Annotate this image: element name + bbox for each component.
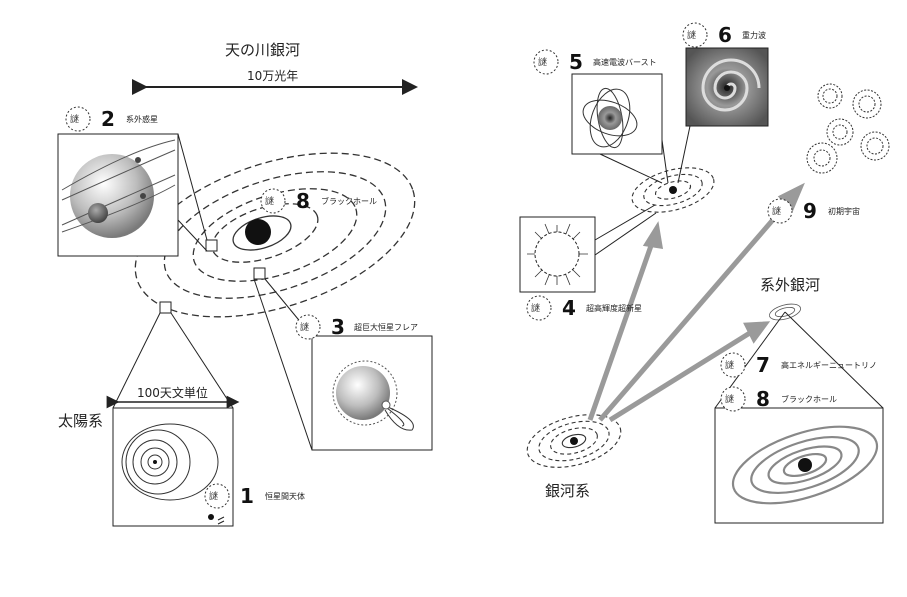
mystery-number: 6 (718, 23, 732, 47)
mystery-label: 恒星間天体 (265, 491, 305, 501)
badge-prefix: 謎 (687, 29, 696, 41)
mystery-number: 1 (240, 484, 254, 508)
external-galaxy-label: 系外銀河 (760, 276, 820, 294)
badge-prefix: 謎 (209, 490, 218, 502)
mystery-number: 4 (562, 296, 576, 320)
mystery-number: 3 (331, 315, 345, 339)
milky-way-galaxy (134, 152, 416, 318)
mystery-number: 5 (569, 50, 583, 74)
badge-prefix: 謎 (70, 113, 79, 125)
badge-prefix: 謎 (538, 56, 547, 68)
mystery-badge-3: 謎 3 超巨大恒星フレア (295, 314, 418, 340)
local-galaxy (526, 414, 622, 468)
mystery-label: 初期宇宙 (828, 206, 860, 216)
mystery-label: 高速電波バースト (593, 57, 657, 67)
au-scale-label: 100天文単位 (137, 385, 208, 400)
solar-system-marker (159, 301, 172, 314)
mystery-badge-2: 謎 2 系外惑星 (65, 106, 158, 132)
host-galaxy-core (669, 186, 677, 194)
supernova-inset (519, 204, 657, 293)
exoplanet-marker (205, 239, 218, 252)
early-universe-clusters (806, 83, 890, 174)
arrows (587, 182, 805, 423)
badge-prefix: 謎 (531, 302, 540, 314)
mystery-label: 超高輝度超新星 (586, 303, 642, 313)
mystery-badge-8-left: 謎 8 ブラックホール (260, 188, 377, 214)
mystery-number: 8 (296, 189, 310, 213)
exoplanet-inset (57, 133, 208, 257)
mystery-number: 2 (101, 107, 115, 131)
mystery-badge-7: 謎 7 高エネルギーニュートリノ (720, 352, 877, 378)
flare-inset (253, 278, 433, 451)
host-galaxy (631, 167, 715, 213)
mystery-number: 7 (756, 353, 770, 377)
mystery-badge-1: 謎 1 恒星間天体 (204, 483, 305, 509)
mystery-badge-4: 謎 4 超高輝度超新星 (526, 295, 642, 321)
mystery-label: ブラックホール (321, 196, 377, 206)
flare-marker (253, 267, 266, 280)
mystery-badge-8-right: 謎 8 ブラックホール (720, 386, 837, 412)
badge-prefix: 謎 (265, 195, 274, 207)
solar-system-label: 太陽系 (58, 412, 103, 430)
mystery-badge-5: 謎 5 高速電波バースト (533, 49, 657, 75)
scale-label-100k-ly: 10万光年 (247, 69, 298, 83)
mystery-label: 高エネルギーニュートリノ (781, 360, 877, 370)
milky-way-title: 天の川銀河 (225, 41, 300, 59)
mystery-label: 超巨大恒星フレア (354, 322, 418, 332)
external-black-hole-inset (714, 311, 884, 524)
milky-way-label: 銀河系 (545, 482, 590, 500)
local-galaxy-core (570, 437, 578, 445)
mystery-badge-6: 謎 6 重力波 (682, 22, 766, 48)
frb-inset (571, 73, 669, 184)
milky-way-black-hole (245, 219, 271, 245)
distant-galaxy (769, 303, 801, 321)
solar-system-inset (112, 312, 234, 527)
mystery-label: ブラックホール (781, 394, 837, 404)
badge-prefix: 謎 (300, 321, 309, 333)
mystery-badge-9: 謎 9 初期宇宙 (767, 198, 860, 224)
mystery-label: 重力波 (742, 30, 766, 40)
badge-prefix: 謎 (772, 205, 781, 217)
gravitational-wave-inset (677, 47, 769, 184)
mystery-number: 8 (756, 387, 770, 411)
mystery-label: 系外惑星 (126, 114, 158, 124)
badge-prefix: 謎 (725, 359, 734, 371)
badge-prefix: 謎 (725, 393, 734, 405)
mystery-number: 9 (803, 199, 817, 223)
